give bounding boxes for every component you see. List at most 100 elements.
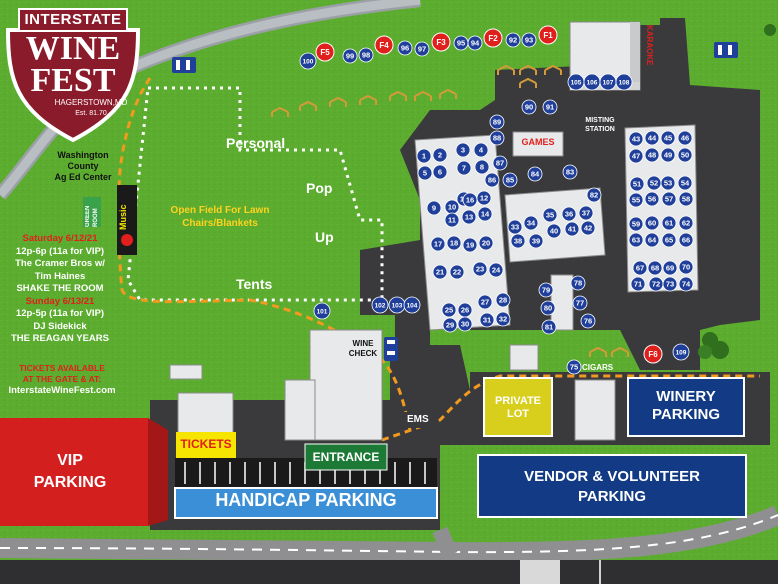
booth-marker-56: [644, 191, 660, 207]
interstate-winefest-logo: [5, 8, 141, 143]
vendor-line-2: PARKING: [577, 488, 647, 505]
booth-label-66: 66: [682, 236, 690, 245]
entrance-gate: [304, 443, 388, 471]
booth-label-105: 105: [571, 80, 582, 87]
winery-parking-label: WINERY PARKING: [628, 388, 744, 424]
venue-name: Washington County Ag Ed Center: [40, 150, 126, 183]
booth-marker-100: [299, 52, 317, 70]
booth-marker-87: [492, 155, 508, 171]
booth-label-85: 85: [506, 176, 514, 185]
booth-marker-68: [647, 260, 663, 276]
sunday-heading: Sunday 6/13/21: [25, 295, 95, 307]
booth-marker-32: [495, 311, 511, 327]
booth-marker-47: [628, 148, 644, 164]
booth-marker-79: [538, 282, 554, 298]
booth-label-101: 101: [317, 309, 328, 316]
sunday-time: 12p-5p (11a for VIP): [15, 308, 105, 319]
booth-marker-74: [678, 276, 694, 292]
private-lot: [483, 377, 553, 437]
booth-label-45: 45: [664, 134, 672, 143]
booth-label-22: 22: [453, 268, 461, 277]
access-road-surface: [0, 0, 421, 198]
sunday-act-2: THE REAGAN YEARS: [10, 333, 109, 344]
booth-marker-97: [414, 41, 430, 57]
booth-label-2: 2: [438, 151, 442, 160]
music-icon: [121, 234, 133, 246]
booth-label-33: 33: [511, 223, 519, 232]
booth-marker-37: [578, 205, 594, 221]
vip-parking-lot: [0, 418, 148, 526]
restroom-icon-2: [714, 42, 738, 58]
booth-marker-62: [678, 215, 694, 231]
booth-label-106: 106: [587, 80, 598, 87]
booth-label-77: 77: [576, 299, 584, 308]
booth-label-44: 44: [648, 134, 657, 143]
tickets-info-line-1: TICKETS AVAILABLE: [19, 363, 105, 373]
booth-label-9: 9: [432, 204, 436, 213]
personal-label: Personal: [226, 135, 286, 151]
tickets-booth: [176, 432, 236, 458]
booth-marker-34: [523, 215, 539, 231]
booth-marker-9: [426, 200, 442, 216]
booth-label-103: 103: [392, 303, 403, 310]
booth-label-27: 27: [481, 298, 489, 307]
booth-label-55: 55: [632, 196, 640, 205]
booth-label-19: 19: [466, 241, 474, 250]
saturday-act-2: SHAKE THE ROOM: [16, 283, 104, 294]
booth-marker-33: [507, 219, 523, 235]
booth-label-81: 81: [545, 323, 553, 332]
logo-wine-text: WINE: [25, 30, 121, 67]
booth-label-83: 83: [566, 168, 574, 177]
booth-marker-1: [416, 148, 432, 164]
booth-label-42: 42: [584, 224, 592, 233]
booth-marker-91: [542, 99, 558, 115]
booth-marker-21: [432, 264, 448, 280]
booth-label-48: 48: [648, 151, 656, 160]
booth-label-25: 25: [445, 306, 453, 315]
booth-marker-29: [442, 317, 458, 333]
booth-label-3: 3: [461, 146, 465, 155]
booth-marker-55: [628, 192, 644, 208]
booth-marker-19: [462, 237, 478, 253]
open-field-line-1: Open Field For Lawn: [170, 205, 270, 216]
booth-marker-50: [677, 147, 693, 163]
booth-marker-89: [489, 114, 505, 130]
booth-label-40: 40: [550, 227, 558, 236]
booth-label-70: 70: [682, 263, 690, 272]
booth-marker-27: [477, 294, 493, 310]
booth-marker-96: [397, 40, 413, 56]
entrance-label: ENTRANCE: [312, 450, 380, 464]
booth-label-67: 67: [636, 264, 644, 273]
booth-label-91: 91: [546, 103, 554, 112]
booth-label-21: 21: [436, 268, 444, 277]
booth-marker-83: [562, 164, 578, 180]
pop-label: Pop: [306, 180, 333, 196]
driveway: [432, 527, 458, 558]
booth-marker-13: [461, 209, 477, 225]
booth-label-8: 8: [480, 163, 484, 172]
ems-area: [404, 412, 436, 428]
booth-marker-54: [677, 175, 693, 191]
booth-label-74: 74: [682, 280, 691, 289]
booth-label-82: 82: [590, 191, 598, 200]
booth-label-95: 95: [457, 39, 465, 48]
venue-line-3: Ag Ed Center: [54, 172, 112, 182]
tickets-info-line-2: AT THE GATE & AT:: [22, 374, 102, 384]
booth-marker-11: [444, 212, 460, 228]
booth-marker-77: [572, 295, 588, 311]
booth-label-76: 76: [584, 317, 592, 326]
event-schedule: Saturday 6/12/21 12p-6p (11a for VIP) Th…: [2, 233, 118, 346]
booth-marker-86: [484, 172, 500, 188]
private-line-1: PRIVATE: [494, 395, 542, 407]
booth-label-30: 30: [461, 320, 469, 329]
booth-marker-78: [570, 275, 586, 291]
logo-city-text: HAGERSTOWN,MD: [54, 98, 128, 107]
booth-marker-18: [446, 235, 462, 251]
booth-marker-82: [586, 187, 602, 203]
booth-marker-67: [632, 260, 648, 276]
booth-label-47: 47: [632, 152, 640, 161]
booth-label-52: 52: [650, 179, 658, 188]
booth-label-75: 75: [570, 363, 578, 372]
booth-label-84: 84: [531, 170, 540, 179]
